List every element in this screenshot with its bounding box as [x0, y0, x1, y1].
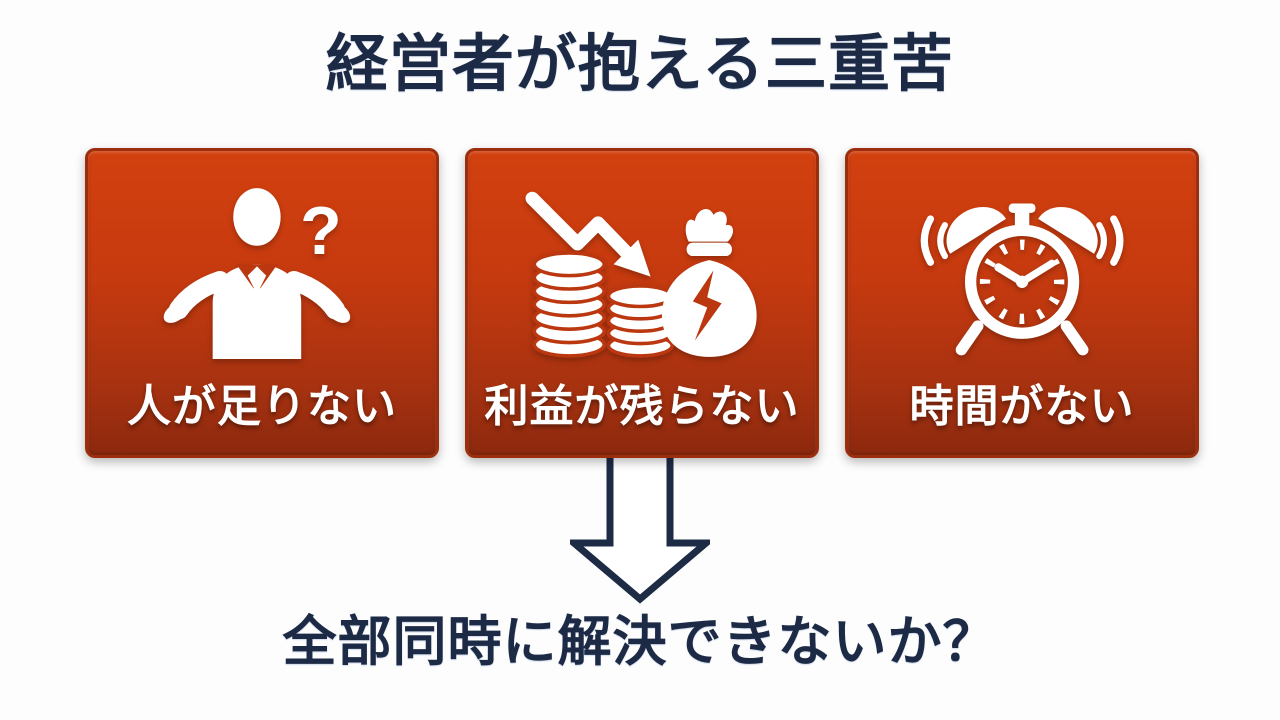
- shrugging-person-question-icon: ?: [88, 181, 436, 361]
- problem-cards-row: ? 人が足りない: [85, 148, 1200, 458]
- card-label: 人が足りない: [127, 382, 397, 431]
- card-label: 時間がない: [909, 382, 1135, 431]
- card-not-enough-people: ? 人が足りない: [85, 148, 439, 458]
- down-arrow-icon: [570, 458, 710, 604]
- conclusion-text: 全部同時に解決できないか？: [282, 612, 998, 672]
- declining-coins-money-bag-icon: [468, 181, 816, 361]
- card-no-time: 時間がない: [845, 148, 1199, 458]
- question-mark-glyph: ?: [300, 194, 341, 269]
- card-label: 利益が残らない: [484, 382, 800, 431]
- page-title: 経営者が抱える三重苦: [325, 30, 955, 99]
- card-no-profit: 利益が残らない: [465, 148, 819, 458]
- alarm-clock-icon: [848, 181, 1196, 361]
